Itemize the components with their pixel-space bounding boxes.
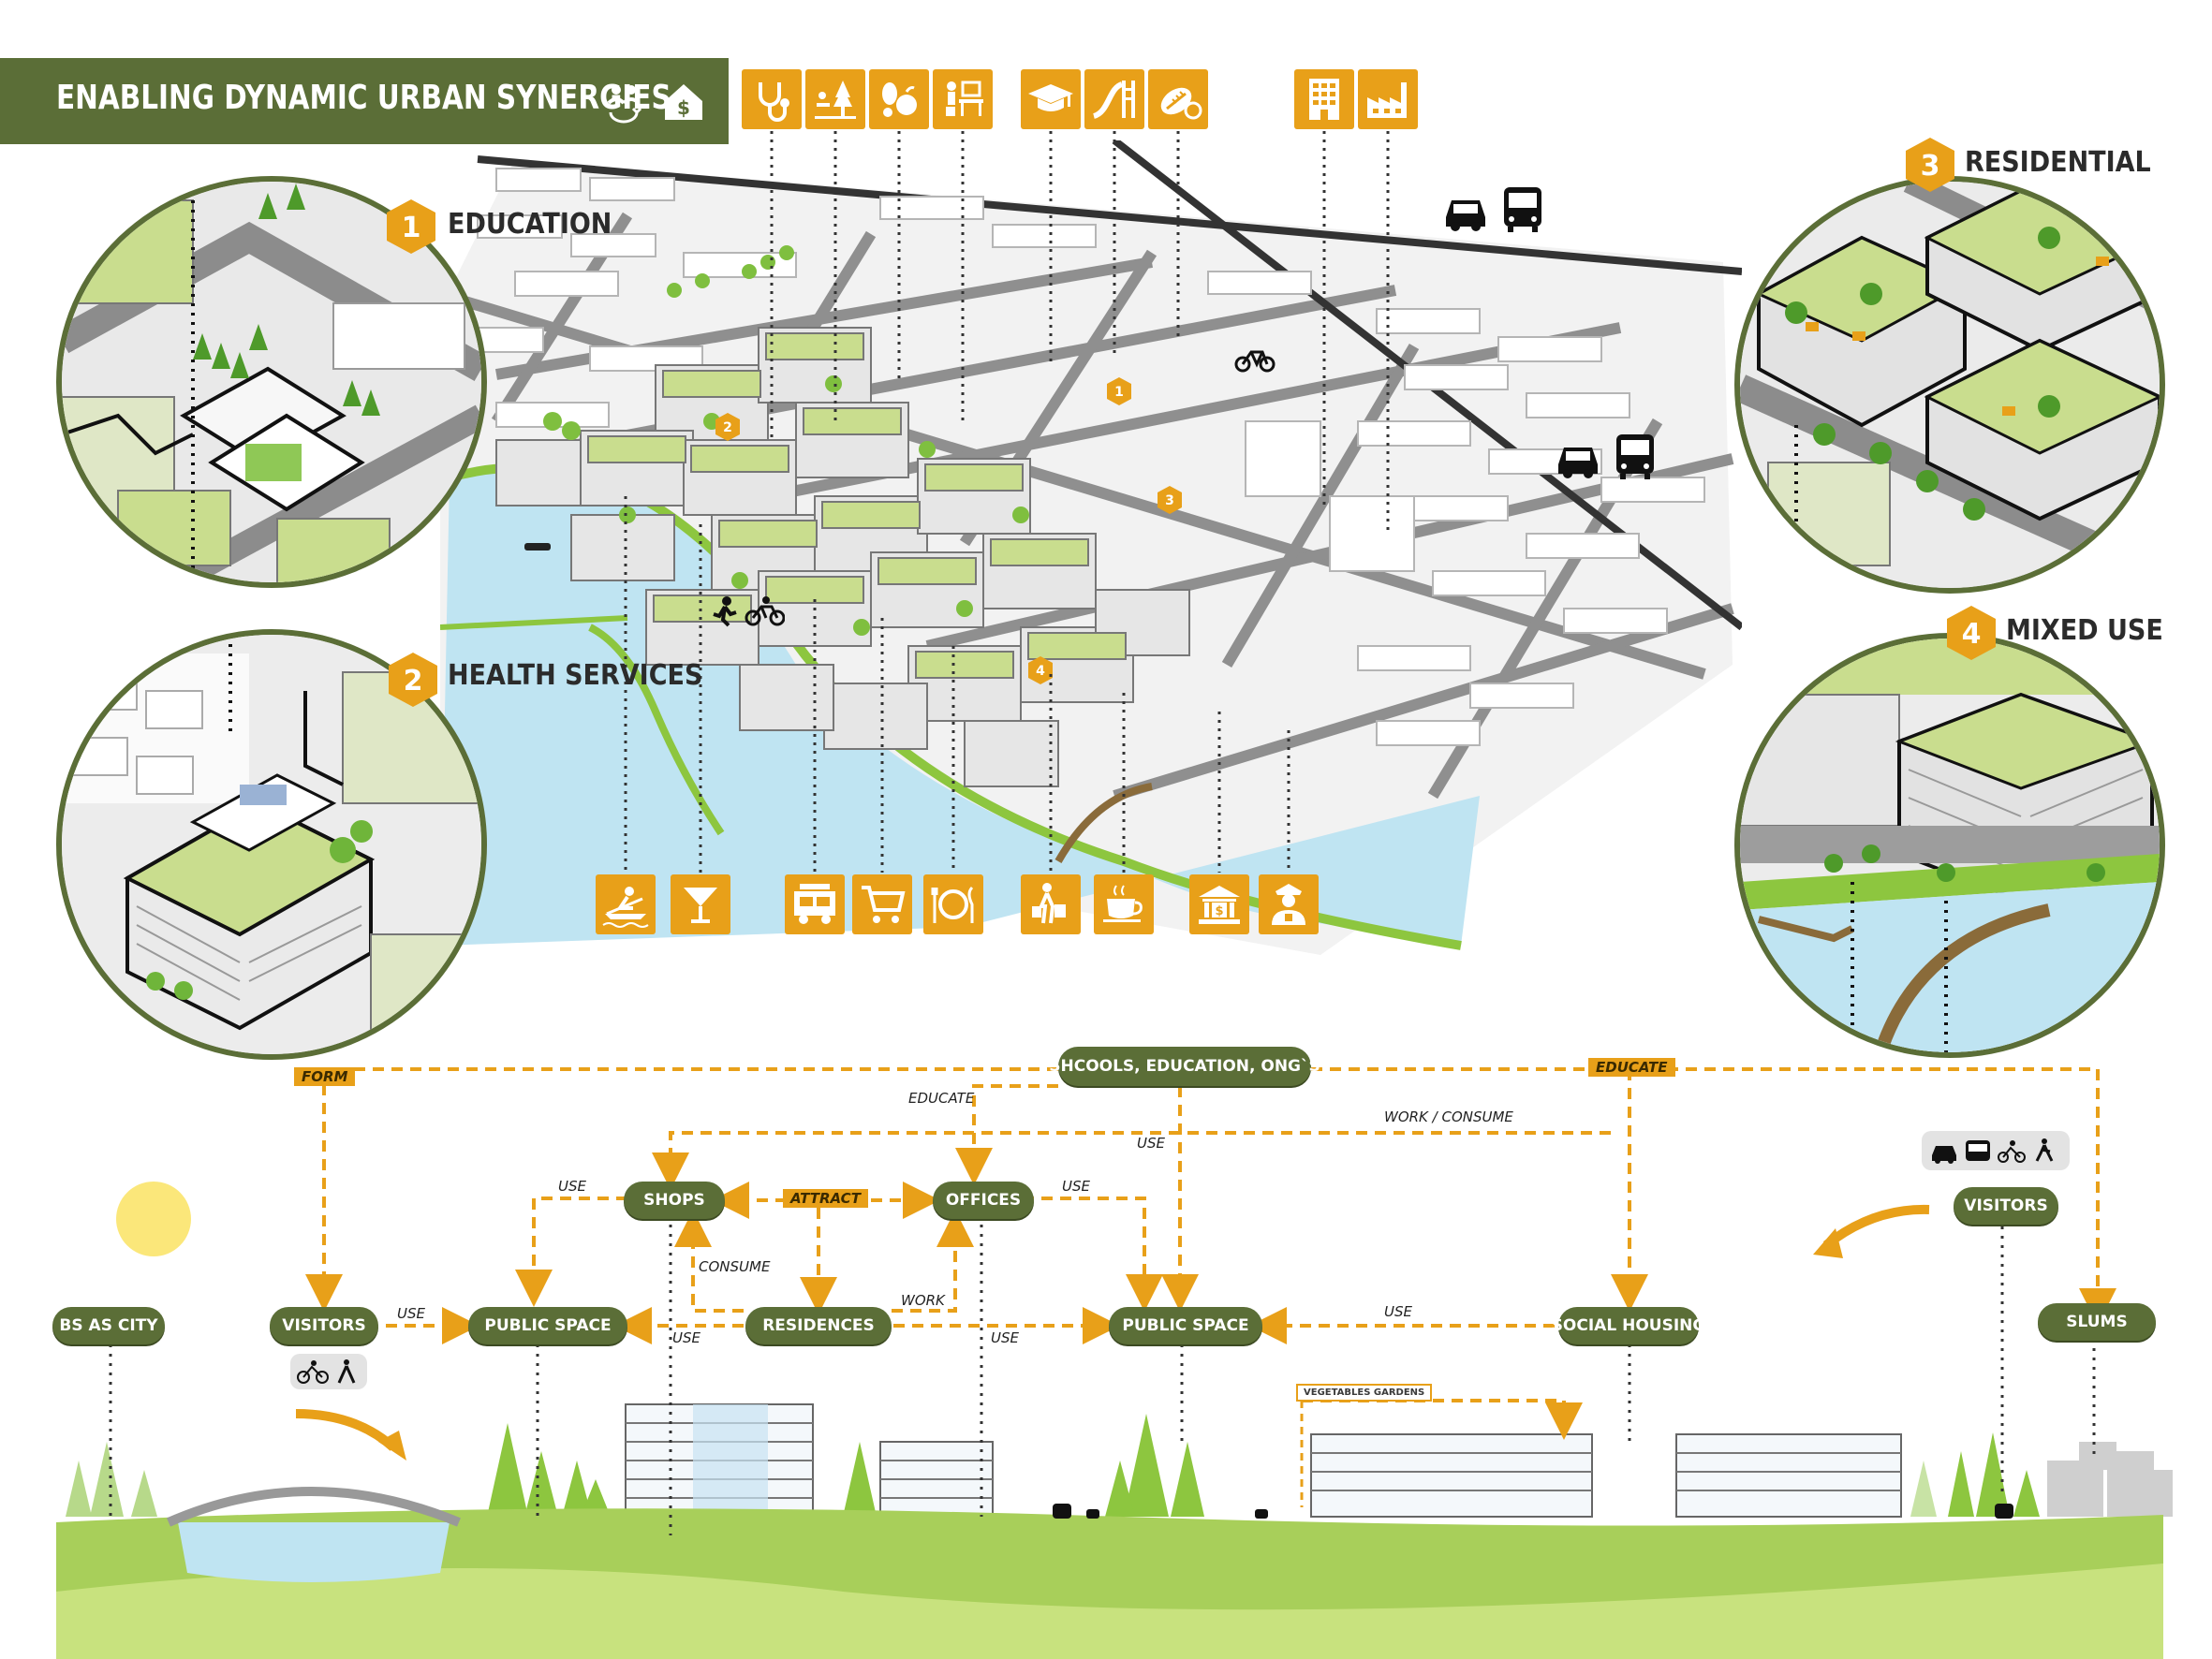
label-use-shops: USE xyxy=(558,1178,586,1195)
svg-text:$: $ xyxy=(1215,904,1223,918)
label-use-offices: USE xyxy=(1062,1178,1090,1195)
zone-badge-4: 4 xyxy=(1947,606,1996,660)
svg-text:4: 4 xyxy=(1036,664,1045,679)
svg-text:4: 4 xyxy=(1962,618,1982,651)
rowing-icon xyxy=(596,874,656,934)
restaurant-icon xyxy=(923,874,983,934)
label-use-top: USE xyxy=(1137,1135,1165,1152)
zone-circle-mixed-use xyxy=(1734,633,2165,1058)
police-icon xyxy=(1259,874,1319,934)
zone-badge-1: 1 xyxy=(387,199,435,254)
map-marker-4: 4 xyxy=(1028,656,1053,684)
map-marker-3: 3 xyxy=(1158,486,1182,514)
zone-badge-3: 3 xyxy=(1906,138,1954,192)
tag-educate: EDUCATE xyxy=(1588,1058,1675,1077)
label-educate: EDUCATE xyxy=(908,1090,975,1107)
node-public-space-left: PUBLIC SPACE xyxy=(468,1307,627,1344)
node-visitors-right: VISITORS xyxy=(1954,1187,2058,1225)
factory-icon xyxy=(1358,69,1418,129)
node-schools: SHCOOLS, EDUCATION, ONG`S xyxy=(1049,1047,1320,1086)
node-shops: SHOPS xyxy=(624,1182,725,1219)
node-bs-as-city: BS AS CITY xyxy=(52,1307,165,1344)
label-use-left: USE xyxy=(672,1329,700,1346)
bicycle-icon xyxy=(1234,350,1276,373)
zone-label-residential: RESIDENTIAL xyxy=(1965,146,2151,179)
shopping-cart-icon xyxy=(852,874,912,934)
zone-label-education: EDUCATION xyxy=(448,208,612,241)
zone-label-health: HEALTH SERVICES xyxy=(448,659,703,692)
node-residences: RESIDENCES xyxy=(745,1307,892,1344)
food-truck-icon xyxy=(785,874,845,934)
health-icon xyxy=(742,69,802,129)
tag-form: FORM xyxy=(294,1067,356,1086)
svg-text:3: 3 xyxy=(1165,493,1174,508)
office-desk-icon xyxy=(933,69,993,129)
svg-text:3: 3 xyxy=(1921,150,1940,183)
label-vegetables-gardens: VEGETABLES GARDENS xyxy=(1296,1384,1433,1402)
education-icon xyxy=(1021,69,1081,129)
playground-slide-icon xyxy=(1084,69,1144,129)
map-marker-1: 1 xyxy=(1107,377,1131,405)
people-exchange-icon xyxy=(607,85,642,124)
car-bus-icon xyxy=(1558,434,1654,479)
zone-label-mixed-use: MIXED USE xyxy=(2006,614,2163,647)
ground-section xyxy=(56,1403,2173,1659)
svg-text:1: 1 xyxy=(402,212,421,244)
bank-icon: $ xyxy=(1189,874,1249,934)
label-work: WORK xyxy=(901,1292,945,1309)
coffee-icon xyxy=(1094,874,1154,934)
label-work-consume: WORK / CONSUME xyxy=(1384,1108,1513,1125)
cocktail-icon xyxy=(671,874,730,934)
car-bus-icon xyxy=(1446,187,1541,232)
car-bus-bike-walk-icon xyxy=(1932,1138,2054,1164)
bike-walk-box xyxy=(290,1354,367,1389)
apartment-building-icon xyxy=(1294,69,1354,129)
map-marker-2: 2 xyxy=(715,413,740,441)
sports-ball-icon xyxy=(1148,69,1208,129)
city-map xyxy=(440,140,1742,955)
house-money-icon: $ xyxy=(665,84,702,120)
svg-text:$: $ xyxy=(677,96,690,119)
node-offices: OFFICES xyxy=(933,1182,1034,1219)
sun xyxy=(116,1182,191,1256)
label-consume: CONSUME xyxy=(699,1258,771,1275)
transport-modes-box xyxy=(1922,1131,2070,1170)
shopper-icon xyxy=(1021,874,1081,934)
page-title: ENABLING DYNAMIC URBAN SYNERGIES xyxy=(56,79,671,117)
node-social-housing: SOCIAL HOUSING xyxy=(1552,1307,1705,1344)
node-visitors-left: VISITORS xyxy=(270,1307,378,1344)
label-use-mid: USE xyxy=(991,1329,1019,1346)
zone-badge-2: 2 xyxy=(389,653,437,707)
zone-circle-residential xyxy=(1734,176,2165,594)
label-use-visitors: USE xyxy=(397,1305,425,1322)
park-icon xyxy=(805,69,865,129)
node-slums: SLUMS xyxy=(2038,1303,2156,1341)
bike-walk-icon xyxy=(297,1359,356,1384)
node-public-space-right: PUBLIC SPACE xyxy=(1109,1307,1262,1344)
tag-attract: ATTRACT xyxy=(783,1189,868,1208)
svg-text:1: 1 xyxy=(1114,385,1124,400)
food-market-icon xyxy=(869,69,929,129)
title-banner: ENABLING DYNAMIC URBAN SYNERGIES $ xyxy=(0,58,729,144)
svg-text:2: 2 xyxy=(404,665,423,697)
label-use-right: USE xyxy=(1384,1303,1412,1320)
runner-cyclist-icon xyxy=(713,596,785,627)
svg-text:2: 2 xyxy=(723,420,732,435)
